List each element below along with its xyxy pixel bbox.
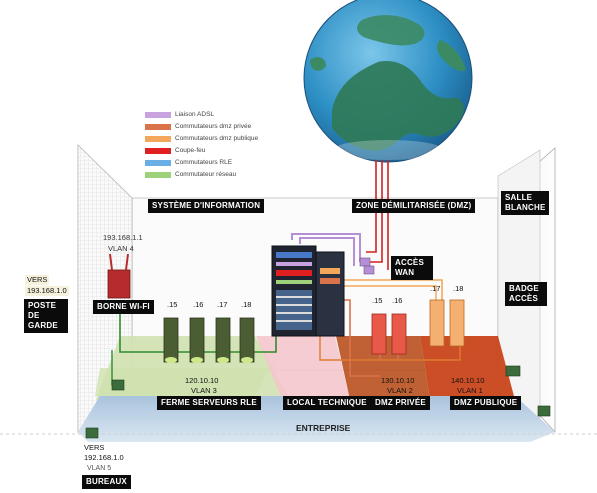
host-rle-18: .18	[241, 300, 252, 309]
legend-swatch-reseau	[145, 172, 171, 178]
host-dmz-privee-16: .16	[392, 296, 403, 305]
entreprise-label: ENTREPRISE	[296, 423, 351, 433]
legend-label: Liaison ADSL	[175, 111, 215, 118]
legend-swatch-rle	[145, 160, 171, 166]
server-rack	[271, 245, 345, 337]
legend-label: Commutateur réseau	[175, 171, 237, 178]
rle-ip: 120.10.10	[185, 376, 219, 385]
internet-globe	[303, 0, 473, 163]
legend-label: Commutateurs dmz publique	[175, 135, 259, 142]
acces-wan-label: ACCÈS WAN	[391, 256, 433, 280]
host-dmz-publique-18: .18	[453, 284, 464, 293]
host-rle-15: .15	[167, 300, 178, 309]
dmz-privee-vlan: VLAN 2	[387, 386, 413, 395]
wifi-vlan: VLAN 4	[108, 244, 134, 253]
legend-label: Commutateurs dmz privée	[175, 123, 252, 130]
ferme-serveurs-label: FERME SERVEURS RLE	[157, 396, 261, 410]
zone-systeme-information-label: SYSTÈME D'INFORMATION	[148, 199, 265, 213]
dmz-privee-ip: 130.10.10	[381, 376, 415, 385]
wifi-access-point	[107, 253, 131, 299]
legend-swatch-adsl	[145, 112, 171, 118]
floor-dmz-publique	[420, 336, 515, 400]
borne-wifi-label: BORNE WI-FI	[93, 300, 154, 314]
poste-garde-label: POSTE DE GARDE	[24, 299, 68, 333]
garde-vers: VERS	[25, 275, 50, 285]
bureaux-vers: VERS	[84, 443, 105, 452]
dmz-publique-servers	[429, 299, 465, 347]
bureaux-ip: 192.168.1.0	[84, 453, 124, 462]
floor-dmz-privee	[336, 336, 430, 400]
host-dmz-publique-17: .17	[430, 284, 441, 293]
garde-ip: 193.168.1.0	[25, 286, 69, 296]
wifi-ip: 193.168.1.1	[103, 233, 143, 242]
host-rle-17: .17	[217, 300, 228, 309]
local-technique-label: LOCAL TECHNIQUE	[283, 396, 371, 410]
badge-acces-label: BADGE ACCÈS	[505, 282, 547, 306]
rle-vlan: VLAN 3	[191, 386, 217, 395]
dmz-privee-label: DMZ PRIVÉE	[371, 396, 430, 410]
legend-swatch-dmz-privee	[145, 124, 171, 130]
dmz-publique-ip: 140.10.10	[451, 376, 485, 385]
floor-local-technique	[256, 336, 350, 400]
legend-swatch-dmz-publique	[145, 136, 171, 142]
dmz-publique-vlan: VLAN 1	[457, 386, 483, 395]
host-dmz-privee-15: .15	[372, 296, 383, 305]
bureaux-vlan: VLAN 5	[87, 465, 112, 472]
dmz-privee-servers	[371, 313, 407, 355]
zone-dmz-label: ZONE DÉMILITARISÉE (DMZ)	[352, 199, 476, 213]
bureaux-label: BUREAUX	[82, 475, 131, 489]
legend-swatch-coupe-feu	[145, 148, 171, 154]
dmz-publique-label: DMZ PUBLIQUE	[450, 396, 522, 410]
salle-blanche-label: SALLE BLANCHE	[501, 191, 549, 215]
rle-servers	[163, 317, 255, 363]
legend-label: Commutateurs RLE	[175, 159, 233, 166]
legend-label: Coupe-feu	[175, 147, 206, 154]
host-rle-16: .16	[193, 300, 204, 309]
